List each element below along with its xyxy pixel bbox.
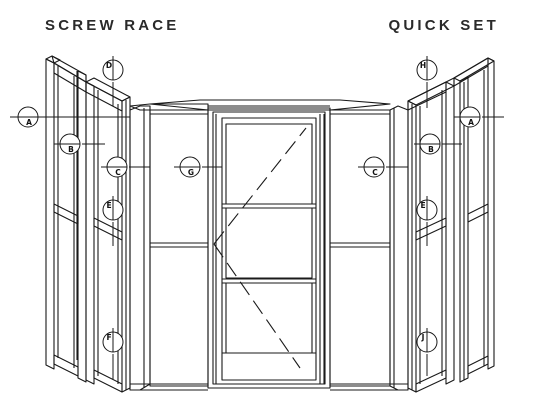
callout-c-left: C [101,156,150,178]
callout-label: B [428,145,434,154]
callout-b-right: B [414,133,462,155]
callout-label: H [420,61,426,70]
callout-e-right: E [416,196,438,246]
callout-f: F [102,328,124,380]
right-outer-frame [453,57,495,383]
callout-label: C [115,168,121,177]
callout-label: A [468,118,474,127]
callout-label: E [420,201,425,210]
shower-door [207,107,331,389]
callout-h: H [416,56,438,108]
callout-label: J [421,333,425,342]
right-inner-frame [407,77,455,393]
callout-j: J [416,328,438,376]
callout-d: D [102,56,124,106]
title-quick-set: QUICK SET [388,17,499,34]
right-fixed-panel [329,105,409,391]
callout-markers: A B C D E F G C H B A E J [10,56,504,380]
callout-b-left: B [54,133,105,155]
callout-e-left: E [102,196,124,246]
callout-label: A [26,118,32,127]
callout-a-left: A [10,106,130,128]
callout-a-right: A [454,106,504,128]
title-screw-race: SCREW RACE [45,17,180,34]
callout-g: G [174,156,222,178]
left-outer-frame [45,55,87,383]
callout-label: C [372,168,378,177]
door-swing-lines [213,127,307,369]
callout-c-right: C [358,156,408,178]
callout-label: G [188,168,194,177]
callout-label: F [106,333,111,342]
callout-label: B [68,145,74,154]
callout-label: D [106,61,112,70]
left-fixed-panel [129,103,209,391]
callout-label: E [106,201,111,210]
